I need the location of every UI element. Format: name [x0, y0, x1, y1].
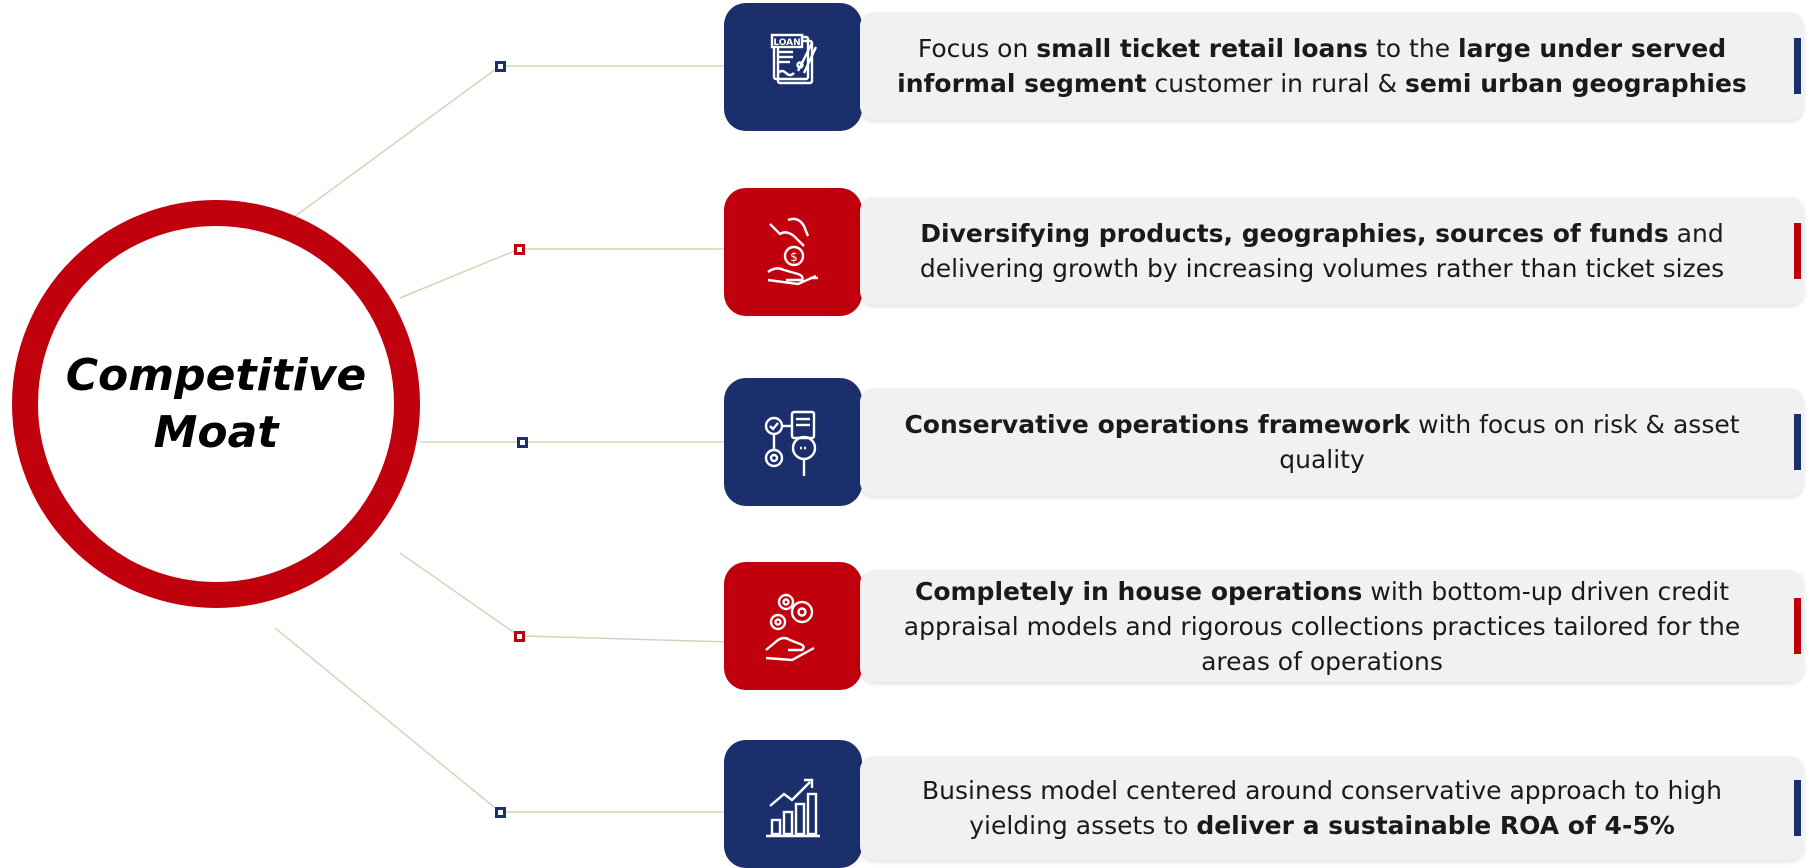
node-3 [517, 437, 528, 448]
svg-text:LOAN: LOAN [773, 38, 800, 48]
moat-text-segment: Conservative operations framework [904, 410, 1411, 439]
icon-tile-4 [724, 562, 862, 690]
node-2 [514, 244, 525, 255]
svg-text:$: $ [790, 250, 798, 264]
moat-text-segment: with bottom-up driven credit appraisal m… [903, 576, 1741, 676]
icon-tile-2: $ [724, 188, 862, 316]
moat-card-3: Conservative operations framework with f… [860, 388, 1804, 496]
node-4 [514, 631, 525, 642]
moat-text-segment: customer in rural & [1146, 69, 1406, 98]
spoke-4 [399, 552, 520, 637]
moat-card-3-text: Conservative operations framework with f… [860, 388, 1784, 496]
spoke-5 [274, 627, 501, 813]
moat-card-2-accent [1794, 223, 1801, 279]
risk-search-icon [764, 410, 817, 476]
moat-text-segment: with focus on risk & asset quality [1279, 410, 1740, 474]
moat-card-1: Focus on small ticket retail loans to th… [860, 12, 1804, 120]
growth-chart-icon [766, 778, 820, 838]
spoke-2 [399, 248, 520, 299]
moat-card-1-text: Focus on small ticket retail loans to th… [860, 12, 1784, 120]
moat-card-4: Completely in house operations with bott… [860, 570, 1804, 682]
loan-document-icon: LOAN [770, 33, 818, 85]
moat-card-1-accent [1794, 38, 1801, 94]
moat-card-2-text: Diversifying products, geographies, sour… [860, 197, 1784, 305]
icon-tile-1: LOAN [724, 3, 862, 131]
moat-card-5-text: Business model centered around conservat… [860, 756, 1784, 860]
node-1 [495, 61, 506, 72]
icon-tile-3 [724, 378, 862, 506]
moat-text-segment: semi urban geographies [1405, 69, 1747, 98]
link-4 [524, 635, 731, 643]
moat-card-2: Diversifying products, geographies, sour… [860, 197, 1804, 305]
moat-text-segment: Completely in house operations [914, 576, 1363, 606]
moat-card-5-accent [1794, 780, 1801, 836]
center-title-line2: Moat [153, 407, 279, 458]
moat-card-5: Business model centered around conservat… [860, 756, 1804, 860]
moat-text-segment: to the [1368, 34, 1459, 63]
moat-text-segment: Diversifying products, geographies, sour… [920, 219, 1669, 248]
spoke-1 [289, 65, 501, 221]
node-5 [495, 807, 506, 818]
moat-text-segment: and delivering growth by increasing volu… [919, 219, 1725, 283]
moat-text-segment: small ticket retail loans [1036, 34, 1369, 63]
moat-card-4-text: Completely in house operations with bott… [860, 570, 1784, 682]
moat-text-segment: large under served informal segment [897, 34, 1727, 98]
moat-text-segment: Business model centered around conservat… [922, 776, 1722, 840]
gears-hand-icon [765, 593, 815, 662]
moat-card-3-accent [1794, 414, 1801, 470]
moat-text-segment: deliver a sustainable ROA of 4-5% [1196, 811, 1675, 840]
icon-tile-5 [724, 740, 862, 868]
hand-money-icon: $ [767, 217, 818, 286]
moat-card-4-accent [1794, 598, 1801, 654]
moat-text-segment: Focus on [917, 34, 1037, 63]
center-title-line1: Competitive [65, 350, 367, 401]
center-title: Competitive Moat [12, 200, 420, 608]
